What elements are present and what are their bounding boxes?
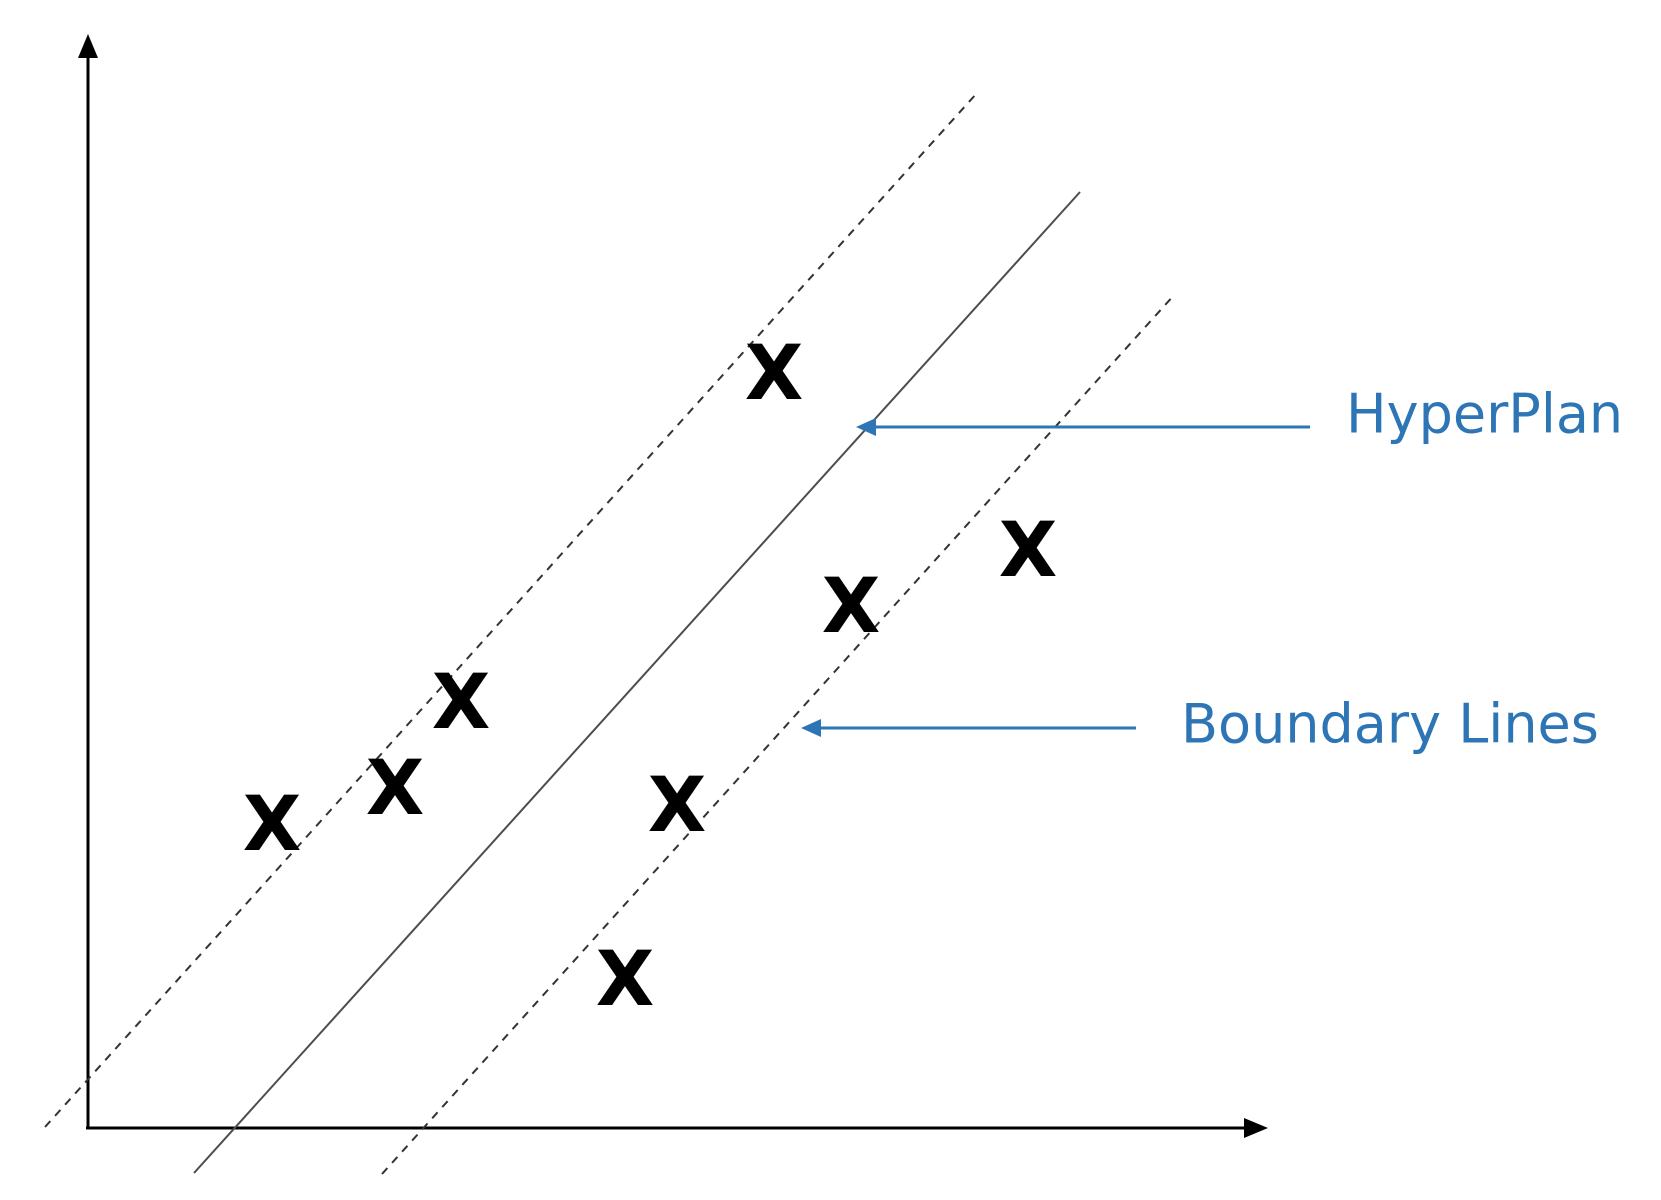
data-point-marker: X <box>432 657 491 746</box>
annotations: HyperPlan Boundary Lines <box>801 383 1623 756</box>
data-point-marker: X <box>648 760 707 849</box>
data-point-marker: X <box>596 934 655 1023</box>
axes <box>78 34 1268 1138</box>
y-axis-arrowhead <box>78 34 98 58</box>
upper-boundary-line <box>44 92 978 1128</box>
lower-boundary-line <box>381 293 1176 1175</box>
data-point-marker: X <box>999 505 1058 594</box>
boundary-lines-label: Boundary Lines <box>1181 693 1599 756</box>
x-axis-arrowhead <box>1244 1118 1268 1138</box>
separator-lines <box>44 92 1176 1175</box>
hyperplane-line <box>193 191 1081 1174</box>
boundary-pointer-arrowhead <box>801 719 821 737</box>
hyperplane-label: HyperPlan <box>1346 383 1623 446</box>
data-point-marker: X <box>366 743 425 832</box>
data-point-marker: X <box>822 561 881 650</box>
data-points: X X X X X X X X <box>243 328 1058 1023</box>
data-point-marker: X <box>243 779 302 868</box>
hyperplane-pointer-arrowhead <box>856 418 876 436</box>
data-point-marker: X <box>745 328 804 417</box>
